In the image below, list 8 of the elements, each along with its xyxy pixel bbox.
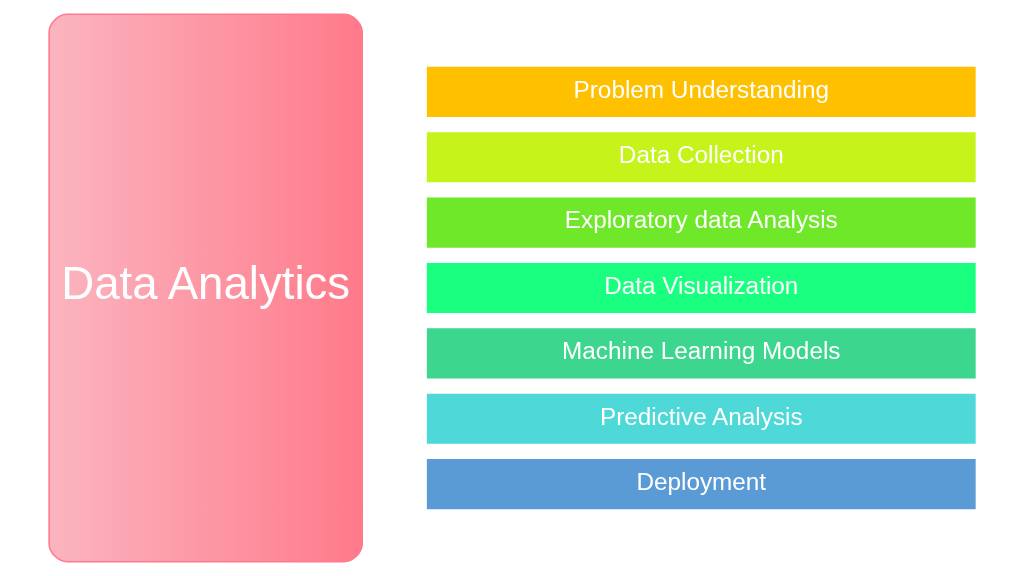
node-box: Problem Understanding — [426, 66, 976, 117]
node-box: Machine Learning Models — [426, 328, 976, 379]
node-box: Deployment — [426, 459, 976, 510]
node-box: Exploratory data Analysis — [426, 197, 976, 248]
node-box: Predictive Analysis — [426, 393, 976, 444]
node-box: Data Visualization — [426, 262, 976, 314]
node-box: Data Collection — [426, 132, 976, 183]
node-box: Data Analytics — [48, 13, 363, 563]
